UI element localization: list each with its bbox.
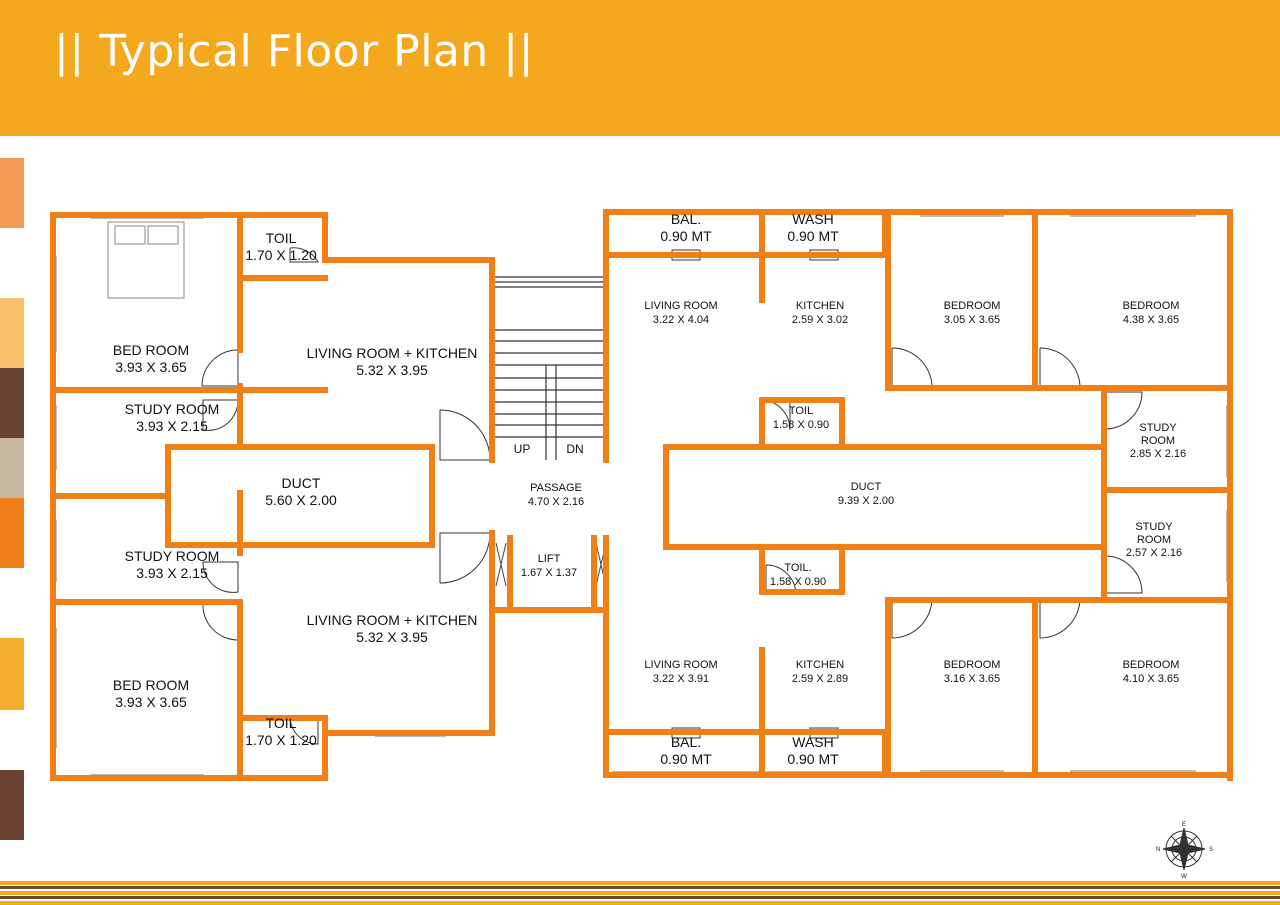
stair-label: DN [566, 442, 583, 456]
staircase [494, 210, 607, 460]
room-label: BAL.0.90 MT [660, 211, 712, 244]
bed-icon [107, 221, 185, 299]
footer-stripe [0, 891, 1280, 895]
stair-labels: UP DN [514, 442, 584, 456]
compass-labels: E W N S [1156, 822, 1213, 880]
title-banner [0, 0, 1280, 136]
color-swatch [0, 770, 24, 840]
color-swatch [0, 498, 24, 568]
footer-stripe [0, 901, 1280, 905]
color-swatch [0, 368, 24, 438]
walls [50, 209, 1233, 781]
footer-stripe [0, 886, 1280, 889]
compass-letter: W [1181, 874, 1187, 880]
color-swatch [0, 298, 24, 368]
color-swatch [0, 638, 24, 710]
footer-stripe [0, 896, 1280, 899]
color-swatch [0, 438, 24, 498]
page-title: || Typical Floor Plan || [54, 26, 534, 77]
compass-letter: S [1209, 847, 1213, 853]
compass-letter: N [1156, 847, 1160, 853]
room-label: BAL.0.90 MT [660, 734, 712, 767]
compass-icon [1162, 827, 1206, 871]
stair-label: UP [514, 442, 531, 456]
color-swatch [0, 158, 24, 228]
room-label: TOIL.1.58 X 0.90 [770, 562, 826, 588]
compass-letter: E [1182, 822, 1186, 828]
window-lines [52, 210, 1231, 779]
footer-stripe [0, 881, 1280, 885]
